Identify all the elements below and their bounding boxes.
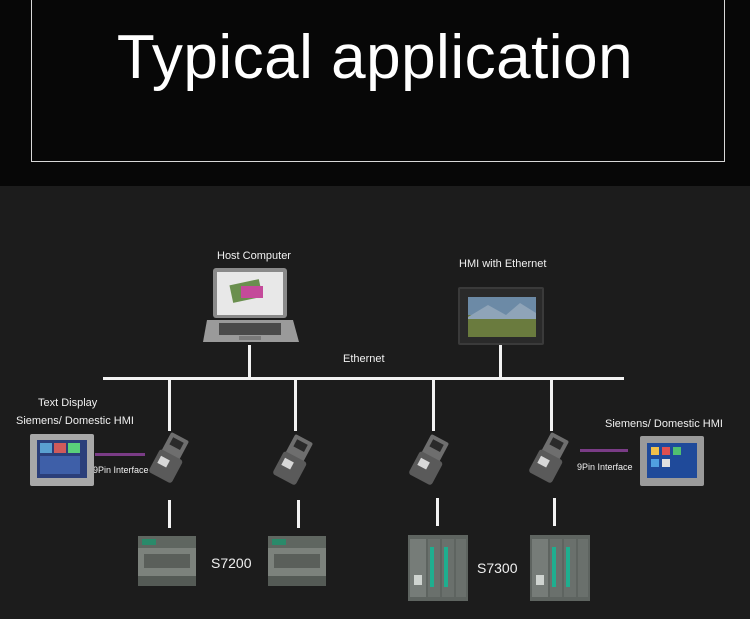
s7300-plc-icon [408, 535, 468, 601]
connector-icon [409, 434, 449, 485]
drop-line-4 [550, 379, 553, 431]
left-hmi-label: Siemens/ Domestic HMI [16, 415, 134, 427]
s7200-label: S7200 [211, 555, 252, 571]
plc-line-1 [168, 500, 171, 528]
hmi-drop-line [499, 344, 502, 378]
connector-icon [149, 432, 189, 483]
ethernet-label: Ethernet [343, 353, 385, 365]
s7300-plc-icon [530, 535, 590, 601]
ethernet-bus-line [103, 377, 624, 380]
s7300-label: S7300 [477, 560, 518, 576]
title-frame [31, 0, 725, 162]
right-interface-cable [580, 449, 628, 452]
drop-line-1 [168, 379, 171, 431]
connector-icon [273, 434, 313, 485]
drop-line-2 [294, 379, 297, 431]
plc-line-3 [436, 498, 439, 526]
right-hmi-label: Siemens/ Domestic HMI [605, 418, 723, 430]
left-interface-cable [95, 453, 145, 456]
s7200-plc-icon [138, 536, 196, 586]
header-banner: Typical application [0, 0, 750, 186]
laptop-icon [203, 268, 299, 342]
hmi-ethernet-icon [458, 287, 544, 345]
right-interface-label: 9Pin Interface [577, 462, 633, 472]
plc-line-4 [553, 498, 556, 526]
left-hmi-icon [30, 434, 94, 486]
host-drop-line [248, 345, 251, 378]
right-hmi-icon [640, 436, 704, 486]
connector-icon [529, 432, 569, 483]
text-display-label: Text Display [38, 397, 98, 409]
plc-line-2 [297, 500, 300, 528]
left-interface-label: 9Pin Interface [93, 465, 149, 475]
drop-line-3 [432, 379, 435, 431]
s7200-plc-icon [268, 536, 326, 586]
page-title: Typical application [116, 23, 634, 92]
hmi-ethernet-label: HMI with Ethernet [459, 258, 547, 270]
host-computer-label: Host Computer [217, 250, 291, 262]
